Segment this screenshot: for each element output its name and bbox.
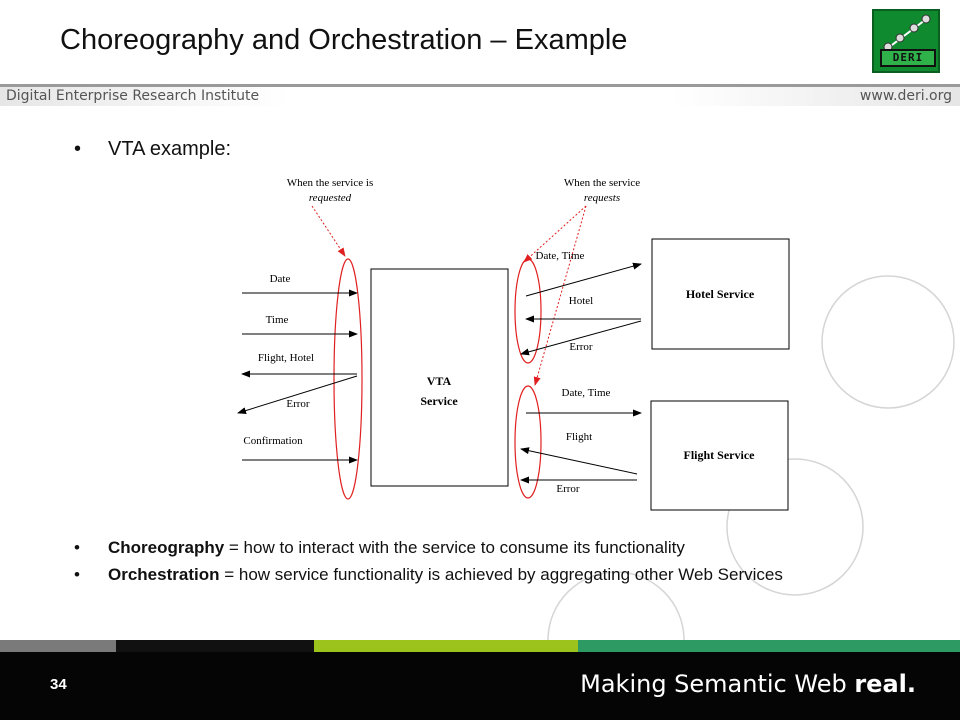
definition-choreography: = how to interact with the service to co… [224,538,685,557]
vta-label-line1: VTA [427,374,452,388]
label-error-left: Error [286,398,310,410]
header-band: Digital Enterprise Research Institute ww… [0,84,960,106]
label-date: Date [270,273,291,285]
note-left-line1: When the service is [287,177,373,189]
decor-circle [821,275,955,409]
bullet-choreography: • Choreography = how to interact with th… [74,538,685,558]
choreography-ellipse [333,258,363,500]
label-date-time-flight: Date, Time [562,387,611,399]
definition-orchestration: = how service functionality is achieved … [219,565,783,584]
pointer-right-bottom [533,205,587,386]
footer-seg-black [116,640,314,652]
logo-text: DERI [880,49,936,67]
label-hotel: Hotel [569,295,593,307]
footer-seg-green [578,640,960,652]
arrow-date-time-hotel [525,262,642,297]
decor-circle [726,458,864,596]
tagline-regular: Making Semantic Web [580,670,855,698]
note-left-line2: requested [309,192,352,204]
flight-service-label: Flight Service [684,448,756,462]
footer-seg-lime [314,640,578,652]
label-flight-hotel: Flight, Hotel [258,352,314,364]
deri-logo: DERI [872,9,940,73]
orchestration-ellipse-flight [514,385,542,499]
arrow-flight-return [520,447,638,475]
footer-seg-grey [0,640,116,652]
label-time: Time [266,314,289,326]
bullet-text: VTA example: [108,138,232,160]
orchestration-ellipse-hotel [514,258,542,364]
institute-name: Digital Enterprise Research Institute [6,88,260,104]
hotel-service-box [651,238,790,350]
bullet-vta-example: • VTA example: [74,138,232,161]
term-choreography: Choreography [108,538,225,557]
flight-service-box [650,400,789,511]
page-number: 34 [50,676,67,693]
bullet-dot: • [74,538,80,557]
label-date-time-hotel: Date, Time [536,250,585,262]
tagline: Making Semantic Web real. [580,670,916,698]
bullet-dot: • [74,138,82,160]
term-orchestration: Orchestration [108,565,220,584]
note-right-line1: When the service [564,177,640,189]
label-error-flight: Error [556,483,580,495]
vta-label-line2: Service [420,394,458,408]
tagline-bold: real. [854,670,916,698]
footer-color-bar [0,640,960,652]
arrow-error-hotel [520,320,642,356]
label-confirmation: Confirmation [243,435,303,447]
arrow-error-out [237,375,358,414]
bullet-dot: • [74,565,80,584]
pointer-right-top [523,205,587,263]
slide-title: Choreography and Orchestration – Example [60,24,628,56]
label-flight: Flight [566,431,592,443]
website-link[interactable]: www.deri.org [859,88,952,104]
bullet-orchestration: • Orchestration = how service functional… [74,565,888,584]
label-error-hotel: Error [569,341,593,353]
hotel-service-label: Hotel Service [686,287,755,301]
pointer-left [311,205,346,257]
footer: 34 Making Semantic Web real. [0,652,960,720]
note-right-line2: requests [584,192,620,204]
vta-service-box [370,268,509,487]
